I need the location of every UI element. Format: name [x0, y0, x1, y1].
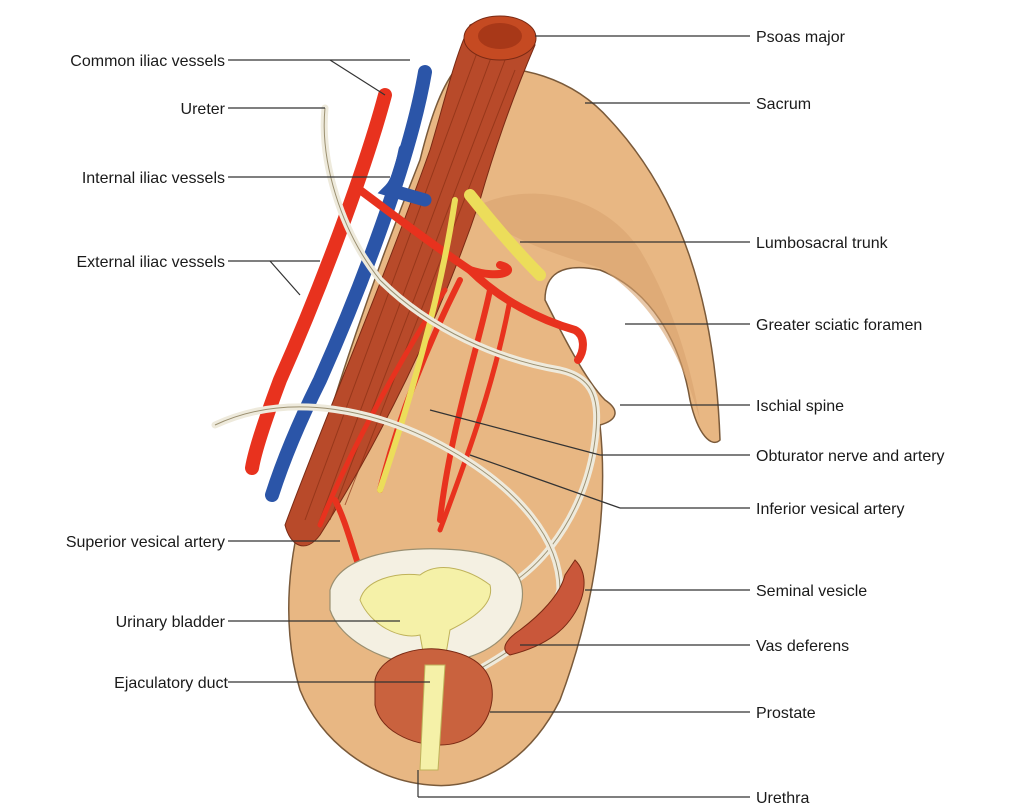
- label-external-iliac: External iliac vessels: [77, 254, 226, 271]
- label-internal-iliac: Internal iliac vessels: [82, 170, 225, 187]
- psoas-cap-inner: [478, 23, 522, 49]
- label-obturator: Obturator nerve and artery: [756, 448, 945, 465]
- label-ischial-spine: Ischial spine: [756, 398, 844, 415]
- label-prostate: Prostate: [756, 705, 816, 722]
- label-inferior-vesical: Inferior vesical artery: [756, 501, 905, 518]
- label-seminal-vesicle: Seminal vesicle: [756, 583, 867, 600]
- label-ejaculatory-duct: Ejaculatory duct: [114, 675, 228, 692]
- label-lumbosacral-trunk: Lumbosacral trunk: [756, 235, 889, 252]
- label-urinary-bladder: Urinary bladder: [116, 614, 226, 631]
- left-labels: Common iliac vessels Ureter Internal ili…: [66, 53, 229, 692]
- label-greater-sciatic: Greater sciatic foramen: [756, 317, 922, 334]
- label-vas-deferens: Vas deferens: [756, 638, 849, 655]
- label-common-iliac: Common iliac vessels: [70, 53, 225, 70]
- right-labels: Psoas major Sacrum Lumbosacral trunk Gre…: [756, 29, 945, 807]
- label-psoas-major: Psoas major: [756, 29, 846, 46]
- label-ureter: Ureter: [181, 101, 226, 118]
- label-urethra: Urethra: [756, 790, 809, 807]
- label-sacrum: Sacrum: [756, 96, 811, 113]
- label-superior-vesical: Superior vesical artery: [66, 534, 225, 551]
